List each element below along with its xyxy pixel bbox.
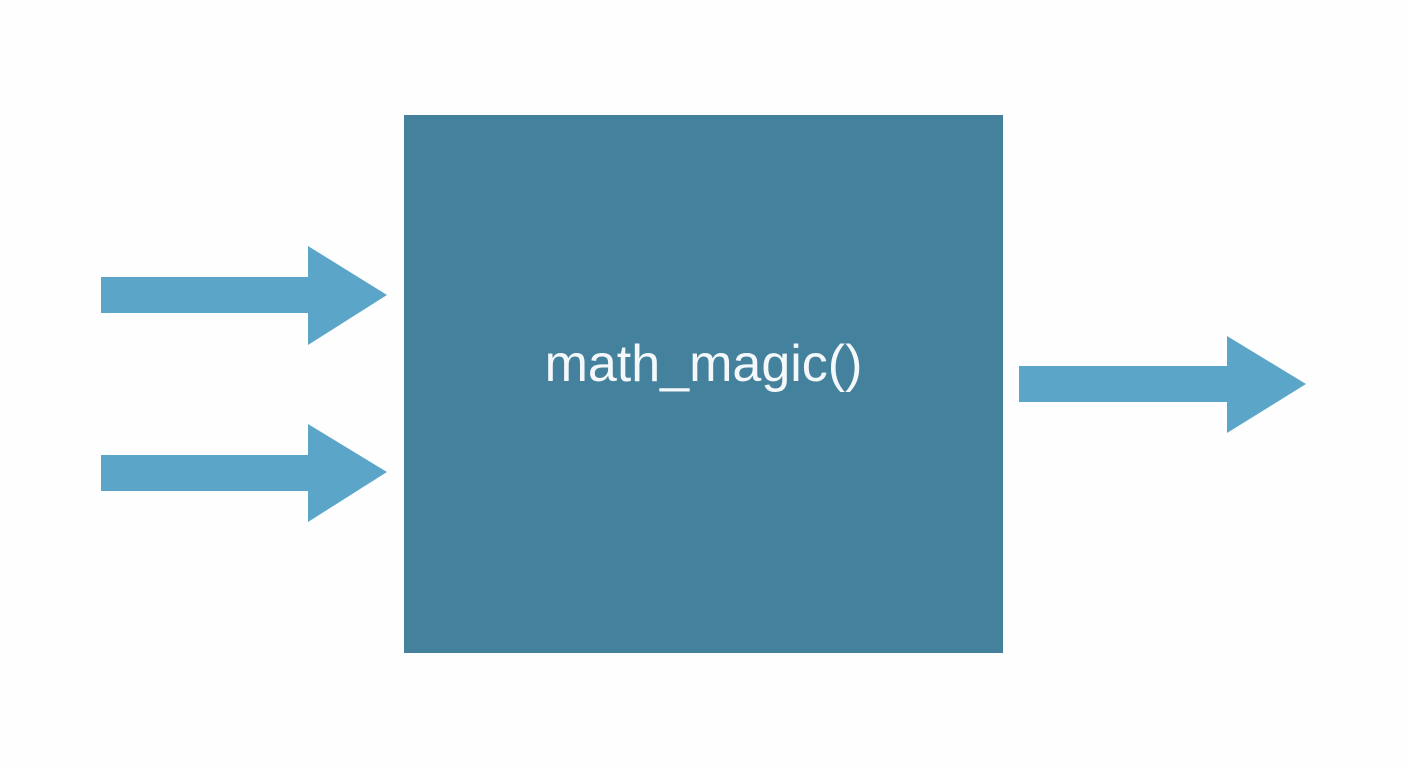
- input-arrow-1: [101, 246, 387, 345]
- function-label: math_magic(): [544, 335, 863, 393]
- output-arrow: [1019, 336, 1306, 433]
- function-box: math_magic(): [404, 115, 1003, 653]
- input-arrow-2: [101, 424, 387, 522]
